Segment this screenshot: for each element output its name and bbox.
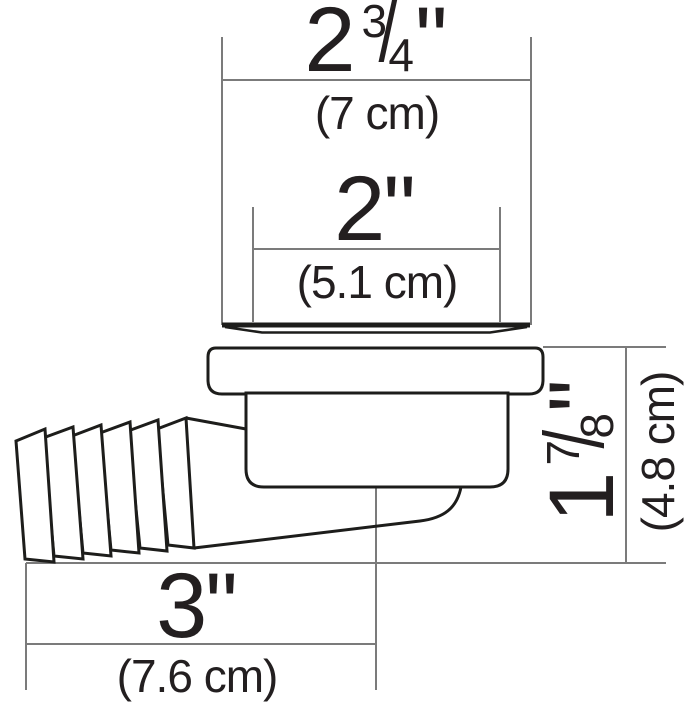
dim-top-whole: 2 [304,0,355,91]
dim-bottom-value: 3" [156,555,238,657]
spout-top-edge [185,416,247,431]
fitting-flange [206,346,545,396]
fraction-slash: / [527,431,621,449]
dim-label-inner-width: 2" [334,158,416,260]
dim-height-unit: " [531,381,633,412]
dim-label-inner-width-metric: (5.1 cm) [296,256,459,308]
barb-ridge-1 [14,426,56,564]
dimension-lines [25,37,666,690]
dim-label-bottom-width: 3" [156,555,238,657]
dim-label-bottom-width-metric: (7.6 cm) [116,650,279,702]
dim-height-whole: 1 [531,473,633,523]
dim-inner-value: 2" [334,158,416,260]
fitting-body [244,391,510,489]
dim-label-height-metric: (4.8 cm) [632,371,684,533]
dim-top-unit: " [415,0,448,91]
dim-top-fraction: 3/4 [361,0,414,81]
dim-label-height: 1 7/8" [527,381,633,523]
strainer-plate-bevel [224,325,528,334]
fitting-outline [14,322,545,564]
fraction-slash: / [378,0,397,79]
dim-height-fraction: 7/8 [527,415,623,466]
dim-top-denominator: 4 [388,29,414,81]
spout-bottom-edge [193,486,463,550]
dim-top-numerator: 3 [361,0,387,47]
dim-label-top-width-metric: (7 cm) [314,87,440,139]
